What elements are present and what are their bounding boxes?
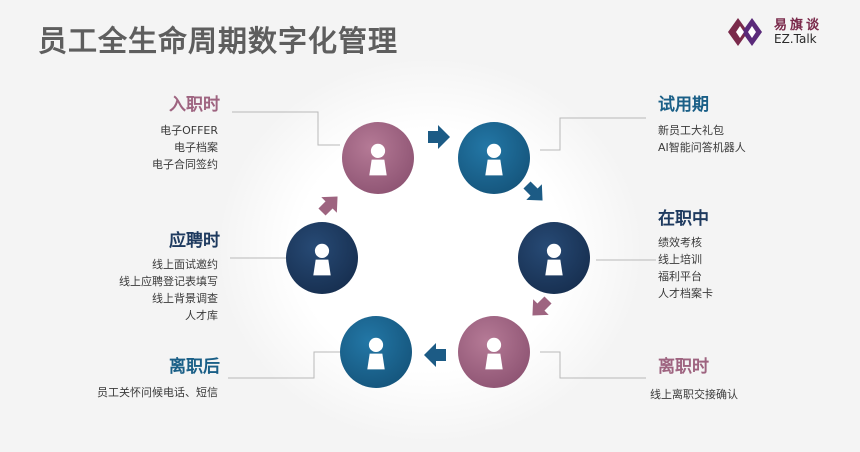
arrow-right-icon — [428, 125, 450, 149]
list-item: 人才档案卡 — [658, 287, 713, 300]
list-item: 人才库 — [185, 309, 218, 322]
list-item: 新员工大礼包 — [658, 124, 724, 137]
list-item: 绩效考核 — [658, 236, 702, 249]
stage-circle-leaving — [458, 316, 530, 388]
stage-items-trial: 新员工大礼包 AI智能问答机器人 — [658, 122, 746, 156]
stage-title-trial: 试用期 — [658, 95, 709, 115]
list-item: 电子OFFER — [160, 124, 218, 137]
list-item: 福利平台 — [658, 270, 702, 283]
stage-items-leaving: 线上离职交接确认 — [650, 386, 738, 403]
stage-items-hiring: 线上面试邀约 线上应聘登记表填写 线上背景调查 人才库 — [80, 256, 218, 324]
list-item: 线上应聘登记表填写 — [119, 275, 218, 288]
stage-title-leaving: 离职时 — [658, 357, 709, 377]
stage-title-entry: 入职时 — [169, 95, 220, 115]
list-item: 员工关怀问候电话、短信 — [97, 386, 218, 399]
list-item: 线上离职交接确认 — [650, 388, 738, 401]
list-item: AI智能问答机器人 — [658, 141, 746, 154]
stage-title-hiring: 应聘时 — [169, 231, 220, 251]
arrow-left-icon — [424, 343, 446, 367]
stage-circle-trial — [458, 122, 530, 194]
person-icon — [485, 143, 503, 176]
list-item: 电子合同签约 — [152, 158, 218, 171]
arrow-up-right-icon — [318, 196, 338, 216]
list-item: 线上面试邀约 — [152, 258, 218, 271]
stage-title-active: 在职中 — [658, 209, 709, 229]
logo-text-en: EZ.Talk — [774, 32, 817, 46]
arrow-down-right-icon — [523, 181, 543, 201]
list-item: 线上培训 — [658, 253, 702, 266]
stage-circle-entry — [342, 122, 414, 194]
stage-title-afterexit: 离职后 — [169, 357, 220, 377]
person-icon — [369, 143, 387, 176]
stage-circle-hiring — [286, 222, 358, 294]
logo-text-cn: 易旗谈 — [774, 18, 823, 33]
connector-lines — [228, 111, 656, 379]
list-item: 线上背景调查 — [152, 292, 218, 305]
logo-mark-icon — [728, 18, 762, 46]
page-title: 员工全生命周期数字化管理 — [38, 24, 399, 58]
arrow-down-left-icon — [532, 296, 552, 316]
list-item: 电子档案 — [174, 141, 218, 154]
brand-logo: 易旗谈 EZ.Talk — [724, 12, 844, 52]
stage-items-afterexit: 员工关怀问候电话、短信 — [60, 384, 218, 401]
flow-arrows — [318, 125, 552, 367]
stage-items-entry: 电子OFFER 电子档案 电子合同签约 — [100, 122, 218, 173]
stage-items-active: 绩效考核 线上培训 福利平台 人才档案卡 — [658, 234, 713, 302]
stage-circle-afterexit — [340, 316, 412, 388]
stage-circle-active — [518, 222, 590, 294]
